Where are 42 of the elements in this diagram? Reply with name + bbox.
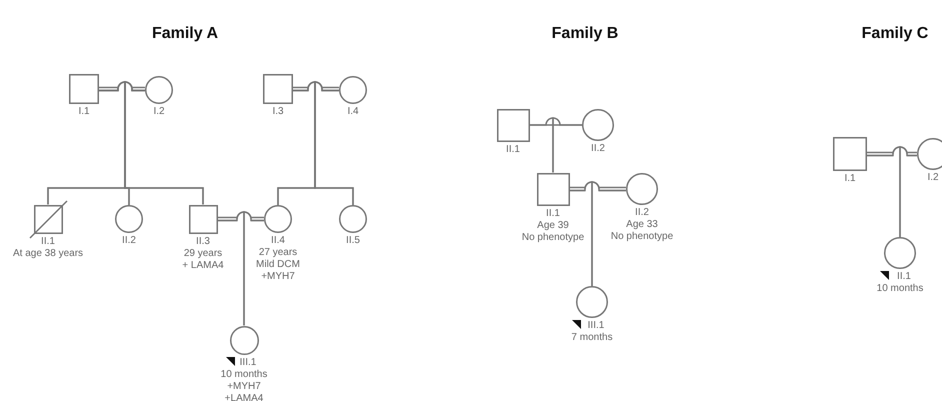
- individual-note: 10 months: [220, 368, 268, 380]
- individual-note: No phenotype: [610, 231, 674, 243]
- family-heading: Family A: [152, 25, 218, 43]
- individual-id: II.1: [41, 236, 55, 248]
- family-heading: Family B: [552, 25, 618, 43]
- family-heading: Family C: [862, 25, 928, 43]
- individual-id: I.3: [272, 106, 284, 118]
- individual-id: I.1: [78, 106, 90, 118]
- individual-id: II.1: [506, 144, 520, 156]
- descent-line: [899, 146, 917, 237]
- descent-line: [552, 117, 582, 172]
- individual-id: I.4: [347, 106, 359, 118]
- individual-note: Age 33: [626, 219, 658, 231]
- individual-id: II.1: [546, 208, 560, 220]
- individual-note: +LAMA4: [224, 392, 264, 401]
- individual-id: II.3: [196, 236, 210, 248]
- descent-line: [591, 181, 626, 286]
- individual-id: II.1: [897, 271, 911, 283]
- descent-line: [124, 81, 204, 204]
- descent-line: [314, 81, 354, 205]
- descent-line: [243, 211, 264, 326]
- individual-note: 7 months: [571, 332, 613, 344]
- individual-note: +MYH7: [261, 271, 295, 283]
- individual-id: III.1: [240, 356, 256, 368]
- individual-note: Age 39: [537, 220, 569, 232]
- individual-note: Mild DCM: [256, 259, 300, 271]
- individual-note: 10 months: [876, 283, 924, 295]
- individual-note: 29 years: [184, 248, 222, 260]
- individual-id: I.1: [844, 173, 856, 185]
- individual-id: II.5: [346, 235, 360, 247]
- individual-id: I.2: [927, 172, 939, 184]
- individual-note: No phenotype: [522, 232, 584, 244]
- individual-note: At age 38 years: [12, 248, 84, 260]
- individual-note: + LAMA4: [182, 260, 224, 272]
- individual-id: I.2: [153, 106, 165, 118]
- individual-id: II.2: [122, 235, 136, 247]
- individual-id: II.4: [271, 235, 285, 247]
- individual-id: III.1: [588, 320, 604, 332]
- individual-id: II.2: [591, 143, 605, 155]
- individual-note: +MYH7: [227, 380, 261, 392]
- individual-id: II.2: [635, 207, 649, 219]
- individual-note: 27 years: [258, 247, 298, 259]
